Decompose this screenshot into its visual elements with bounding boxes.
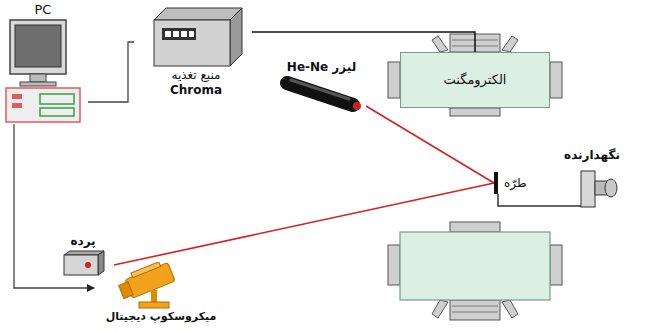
- laser: لیزر He-Ne: [272, 60, 371, 115]
- node-label: لیزر He-Ne: [272, 60, 371, 75]
- computer-icon: [4, 18, 82, 124]
- electromagnet: الکترومگنت: [400, 52, 550, 108]
- wire: [88, 42, 134, 102]
- laser-icon: [279, 75, 364, 115]
- power-supply-icon: [146, 4, 246, 68]
- digital-microscope-icon: [101, 262, 221, 310]
- node-label: طرّه: [504, 176, 526, 191]
- holder: نگهدارنده: [550, 148, 634, 211]
- wire: [252, 32, 475, 52]
- digital-microscope: میکروسکوپ دیجیتال: [94, 262, 228, 324]
- node-label: نگهدارنده: [550, 148, 634, 163]
- holder-icon: [559, 163, 625, 211]
- node-label: میکروسکوپ دیجیتال: [94, 310, 228, 324]
- screen-icon: [58, 249, 108, 277]
- node-label: پرده: [52, 234, 114, 249]
- screen: پرده: [52, 234, 114, 277]
- computer: PC: [0, 2, 88, 124]
- power-supply: منبع تغذیهChroma: [134, 4, 258, 98]
- node-label: Chroma: [134, 83, 258, 98]
- node-label: الکترومگنت: [444, 72, 507, 88]
- cantilever: طرّه: [494, 172, 534, 194]
- laser-beam: [114, 183, 494, 265]
- node-label: منبع تغذیه: [134, 68, 258, 83]
- node-label: PC: [0, 2, 88, 18]
- laser-beam: [366, 106, 494, 183]
